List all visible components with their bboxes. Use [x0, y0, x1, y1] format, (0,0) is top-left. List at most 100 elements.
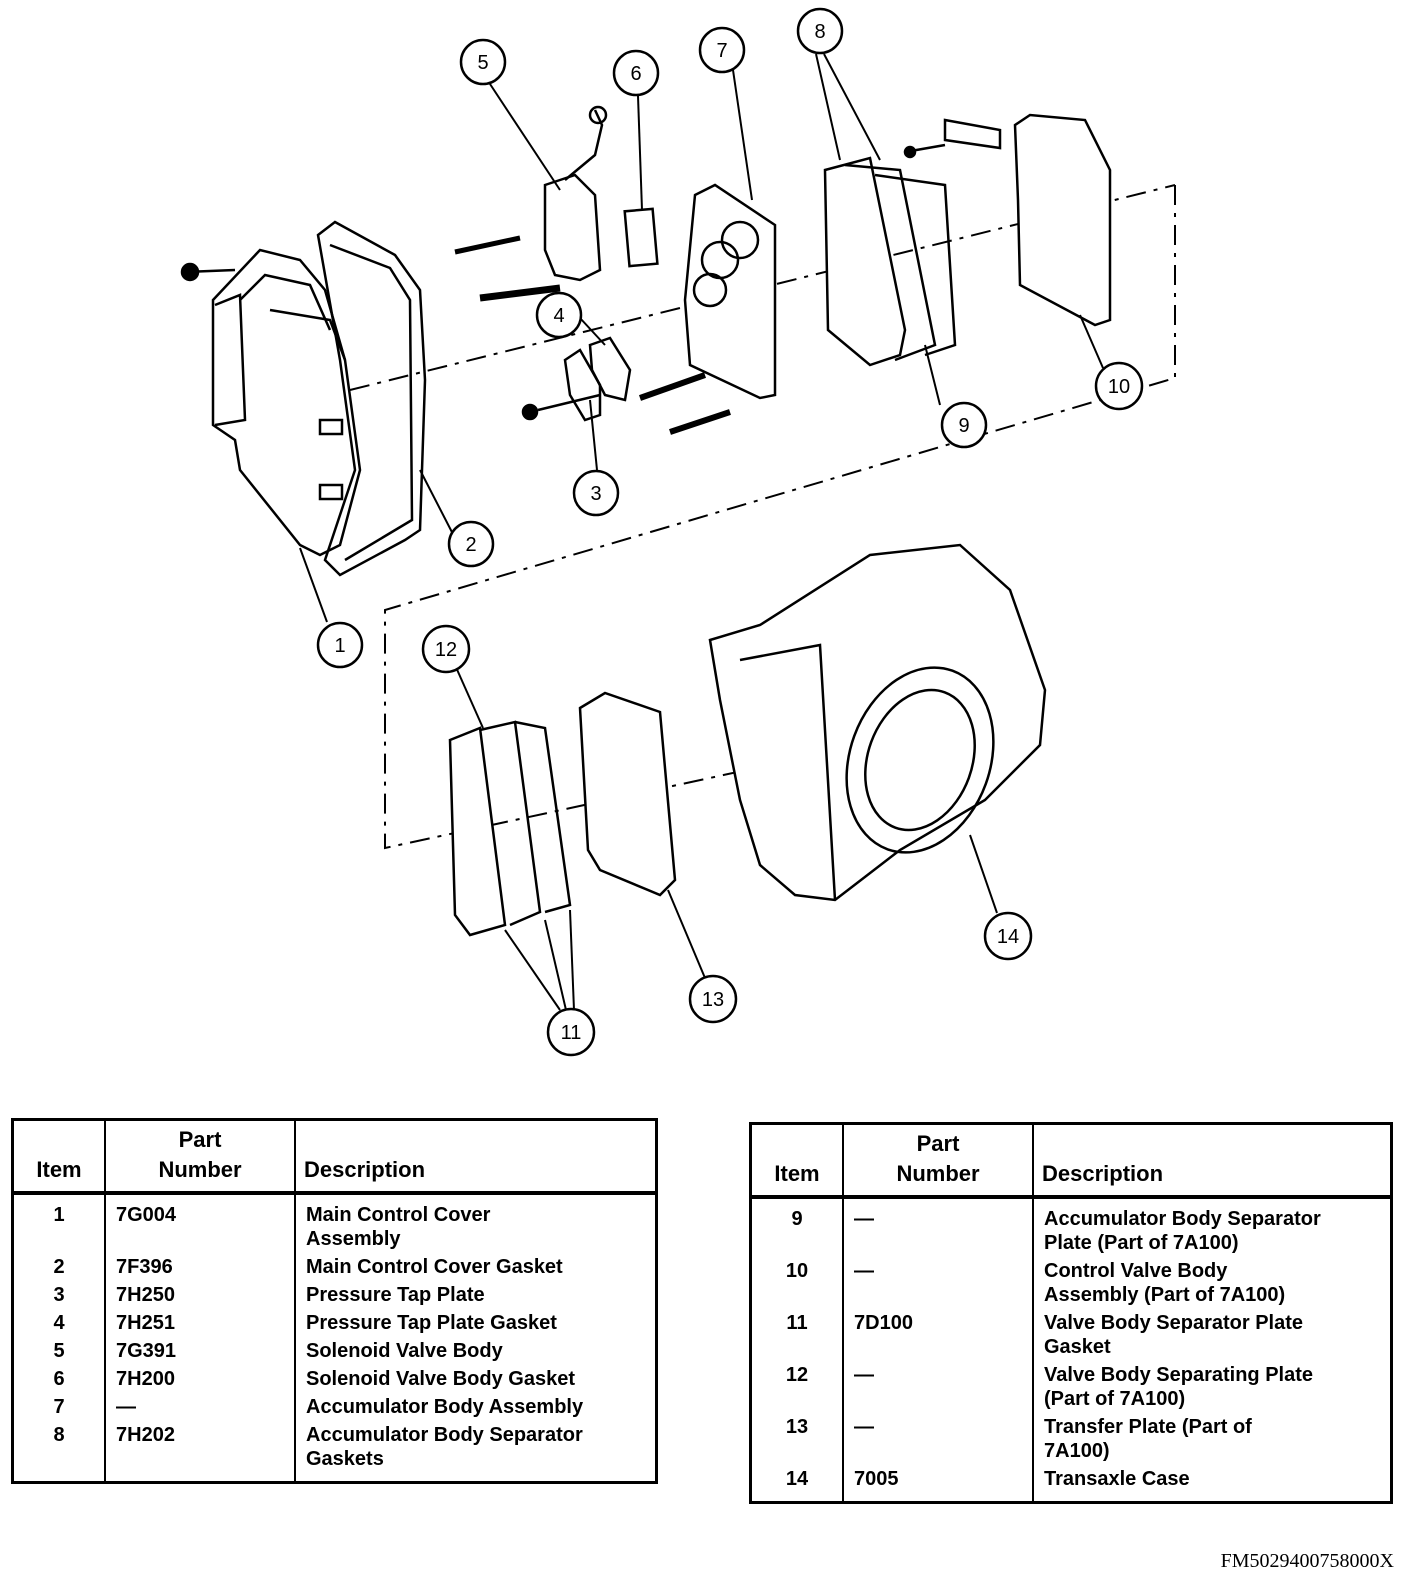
table-row: 12 — Valve Body Separating Plate(Part of… [749, 1361, 1393, 1413]
solenoid-valve-body [454, 105, 608, 302]
callout-5: 5 [459, 38, 507, 86]
part-number: — [842, 1197, 1034, 1257]
callout-13: 13 [688, 974, 738, 1024]
part-description: Solenoid Valve Body [294, 1337, 658, 1365]
svg-text:9: 9 [958, 415, 969, 437]
item-number: 11 [749, 1309, 844, 1361]
transfer-plate [578, 691, 677, 897]
svg-text:7: 7 [716, 40, 727, 62]
accumulator-separator-plates [823, 156, 957, 367]
callout-12: 12 [421, 624, 471, 674]
part-number: — [842, 1413, 1034, 1465]
table-row: 14 7005 Transaxle Case [749, 1465, 1393, 1503]
part-number: 7F396 [104, 1253, 296, 1281]
callout-markers: 5 6 7 8 4 10 9 3 2 1 12 14 13 11 [316, 7, 1144, 1057]
header-description: Description [294, 1118, 658, 1195]
svg-text:4: 4 [553, 305, 564, 327]
pressure-tap-plate [521, 336, 731, 435]
item-number: 10 [749, 1257, 844, 1309]
main-control-cover [180, 248, 362, 557]
part-number: — [842, 1361, 1034, 1413]
header-description: Description [1032, 1122, 1393, 1199]
table-row: 5 7G391 Solenoid Valve Body [11, 1337, 658, 1365]
part-description: Transaxle Case [1032, 1465, 1393, 1503]
part-description: Solenoid Valve Body Gasket [294, 1365, 658, 1393]
svg-text:11: 11 [561, 1022, 582, 1044]
part-number: 7H251 [104, 1309, 296, 1337]
item-number: 14 [749, 1465, 844, 1503]
item-number: 5 [11, 1337, 106, 1365]
table-row: 3 7H250 Pressure Tap Plate [11, 1281, 658, 1309]
part-description: Valve Body Separating Plate(Part of 7A10… [1032, 1361, 1393, 1413]
item-number: 6 [11, 1365, 106, 1393]
item-number: 8 [11, 1421, 106, 1483]
transaxle-case [708, 543, 1047, 902]
svg-text:8: 8 [814, 21, 825, 43]
callout-2: 2 [447, 520, 495, 568]
item-number: 13 [749, 1413, 844, 1465]
item-number: 3 [11, 1281, 106, 1309]
part-number: — [104, 1393, 296, 1421]
part-description: Pressure Tap Plate Gasket [294, 1309, 658, 1337]
item-number: 9 [749, 1197, 844, 1257]
svg-text:1: 1 [334, 635, 345, 657]
callout-7: 7 [698, 26, 746, 74]
callout-8: 8 [796, 7, 844, 55]
valve-body-separator-gaskets [448, 720, 572, 937]
part-number: 7H250 [104, 1281, 296, 1309]
part-number: 7G004 [104, 1193, 296, 1253]
part-description: Main Control Cover Gasket [294, 1253, 658, 1281]
accumulator-body-assembly [683, 183, 777, 400]
svg-text:6: 6 [630, 63, 641, 85]
solenoid-valve-body-gasket [623, 207, 659, 268]
callout-6: 6 [612, 49, 660, 97]
svg-text:2: 2 [465, 534, 476, 556]
callout-9: 9 [940, 401, 988, 449]
assembly-centerline-diagonal [384, 185, 1176, 850]
svg-text:14: 14 [997, 926, 1019, 948]
header-item: Item [749, 1122, 844, 1199]
callout-11: 11 [546, 1007, 596, 1057]
callout-leader-lines [299, 53, 1104, 1011]
item-number: 12 [749, 1361, 844, 1413]
callout-10: 10 [1094, 361, 1144, 411]
table-row: 4 7H251 Pressure Tap Plate Gasket [11, 1309, 658, 1337]
table-row: 6 7H200 Solenoid Valve Body Gasket [11, 1365, 658, 1393]
part-number: 7H202 [104, 1421, 296, 1483]
svg-text:3: 3 [590, 483, 601, 505]
figure-id: FM5029400758000X [1220, 1550, 1394, 1572]
part-description: Pressure Tap Plate [294, 1281, 658, 1309]
callout-1: 1 [316, 621, 364, 669]
part-number: 7D100 [842, 1309, 1034, 1361]
item-number: 2 [11, 1253, 106, 1281]
part-number: 7005 [842, 1465, 1034, 1503]
svg-text:13: 13 [702, 989, 724, 1011]
item-number: 4 [11, 1309, 106, 1337]
exploded-view-diagram: 5 6 7 8 4 10 9 3 2 1 12 14 13 11 [180, 7, 1176, 1057]
item-number: 1 [11, 1193, 106, 1253]
svg-text:10: 10 [1108, 376, 1130, 398]
callout-14: 14 [983, 911, 1033, 961]
table-row: 2 7F396 Main Control Cover Gasket [11, 1253, 658, 1281]
control-valve-body-assembly [903, 113, 1112, 327]
part-number: 7G391 [104, 1337, 296, 1365]
table-row: 7 — Accumulator Body Assembly [11, 1393, 658, 1421]
callout-4: 4 [535, 291, 583, 339]
part-number: — [842, 1257, 1034, 1309]
